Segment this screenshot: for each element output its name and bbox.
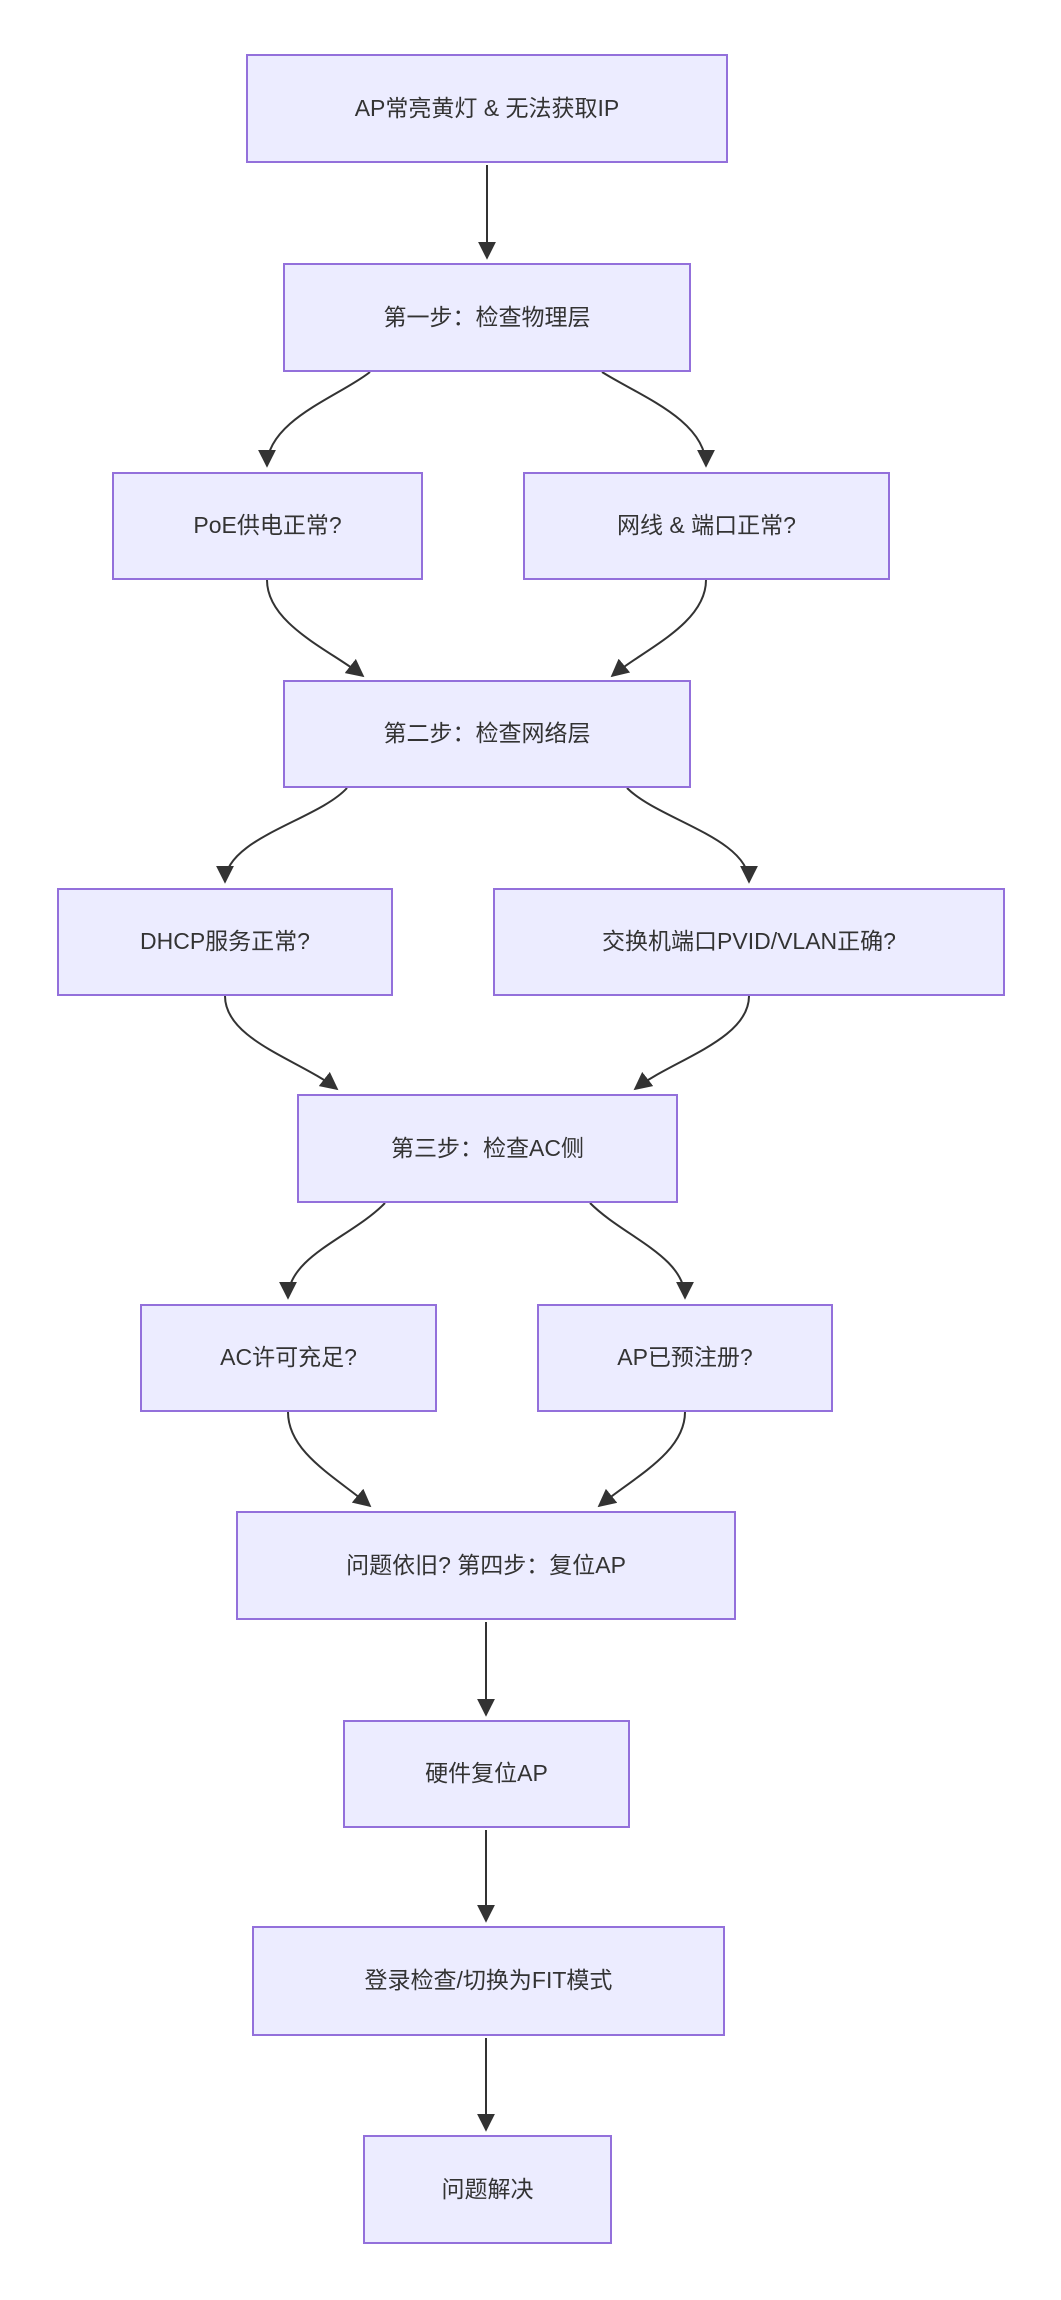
- node-step2-label: 第二步：检查网络层: [383, 720, 591, 747]
- node-dhcp: DHCP服务正常?: [57, 888, 393, 996]
- node-license: AC许可充足?: [140, 1304, 437, 1412]
- node-hw-reset-label: 硬件复位AP: [425, 1760, 548, 1787]
- node-step3-label: 第三步：检查AC侧: [391, 1134, 584, 1161]
- node-fit-mode: 登录检查/切换为FIT模式: [252, 1926, 725, 2036]
- edge-step3-license: [279, 1202, 386, 1300]
- node-step3: 第三步：检查AC侧: [297, 1094, 678, 1203]
- node-vlan-label: 交换机端口PVID/VLAN正确?: [602, 928, 896, 955]
- edge-step1-poe: [258, 371, 371, 468]
- node-solved: 问题解决: [363, 2135, 612, 2244]
- node-start-label: AP常亮黄灯 & 无法获取IP: [354, 94, 620, 121]
- edge-step2-vlan: [626, 787, 758, 884]
- edge-cable-step2: [610, 579, 707, 678]
- node-poe-label: PoE供电正常?: [193, 512, 342, 539]
- edge-poe-step2: [266, 579, 365, 678]
- node-solved-label: 问题解决: [441, 2175, 534, 2202]
- node-start: AP常亮黄灯 & 无法获取IP: [246, 54, 728, 163]
- node-cable: 网线 & 端口正常?: [523, 472, 890, 580]
- node-vlan: 交换机端口PVID/VLAN正确?: [493, 888, 1005, 996]
- node-step4: 问题依旧? 第四步：复位AP: [236, 1511, 736, 1620]
- node-step4-label: 问题依旧? 第四步：复位AP: [346, 1551, 626, 1578]
- edge-step2-dhcp: [216, 787, 348, 884]
- node-hw-reset: 硬件复位AP: [343, 1720, 630, 1828]
- edge-dhcp-step3: [224, 995, 339, 1091]
- edge-step1-cable: [601, 371, 715, 468]
- node-cable-label: 网线 & 端口正常?: [617, 512, 796, 539]
- node-license-label: AC许可充足?: [220, 1344, 357, 1371]
- edge-vlan-step3: [633, 995, 750, 1091]
- node-step1: 第一步：检查物理层: [283, 263, 691, 372]
- node-fit-mode-label: 登录检查/切换为FIT模式: [364, 1967, 613, 1994]
- edge-license-step4: [287, 1411, 372, 1508]
- node-step1-label: 第一步：检查物理层: [383, 303, 591, 330]
- edge-registered-step4: [597, 1411, 686, 1508]
- node-poe: PoE供电正常?: [112, 472, 423, 580]
- node-step2: 第二步：检查网络层: [283, 680, 691, 788]
- edge-step3-registered: [589, 1202, 694, 1300]
- node-registered: AP已预注册?: [537, 1304, 833, 1412]
- node-dhcp-label: DHCP服务正常?: [140, 928, 310, 955]
- node-registered-label: AP已预注册?: [617, 1344, 753, 1371]
